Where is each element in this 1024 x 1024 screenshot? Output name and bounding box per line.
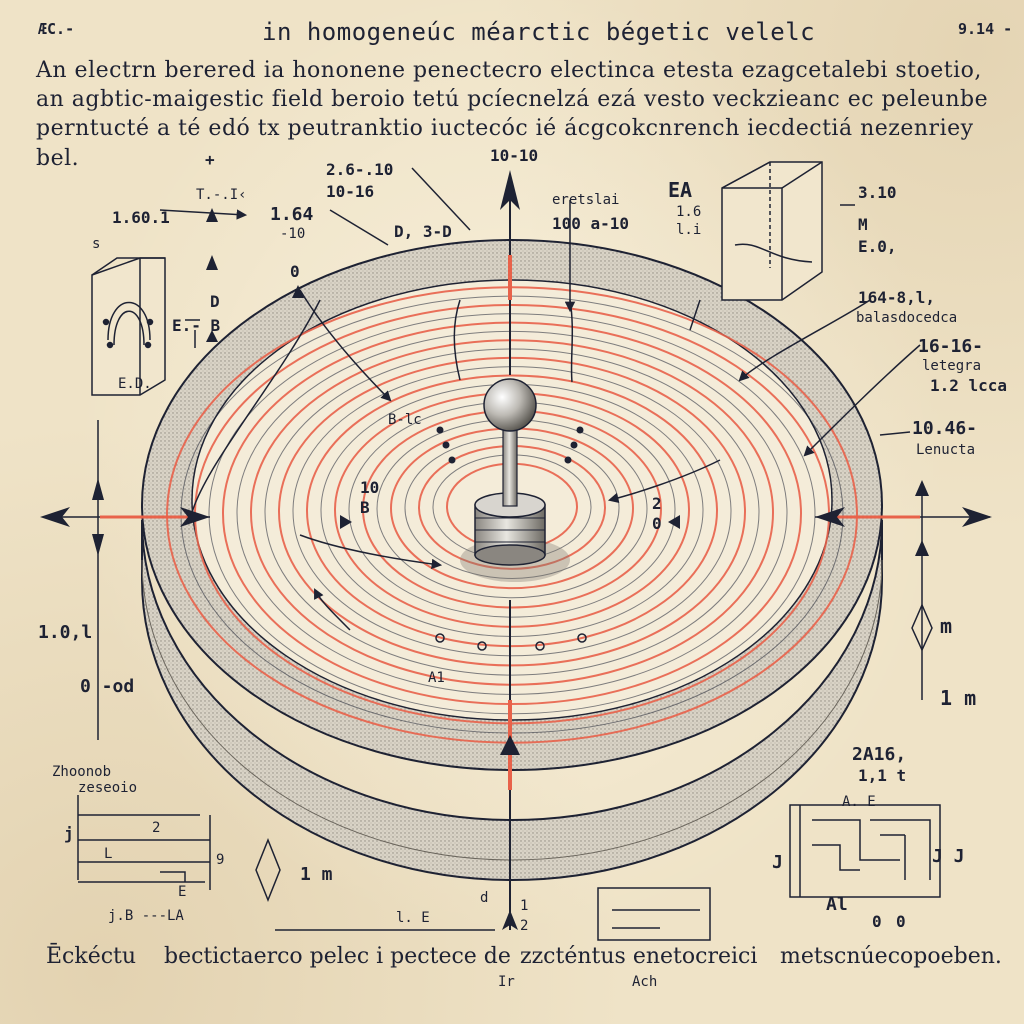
leader-lines xyxy=(159,167,921,931)
label-inner-b: B xyxy=(360,498,370,517)
field-ring xyxy=(278,356,746,667)
label-top-pair-2: 10-16 xyxy=(326,182,375,201)
label-plus: + xyxy=(205,150,215,169)
label-axis-top: 10-10 xyxy=(490,146,539,165)
label-bottom-left-9: 9 xyxy=(216,852,225,868)
label-bottom-right-2: 1,1 t xyxy=(858,766,907,785)
horizontal-axis xyxy=(40,420,992,740)
field-ring xyxy=(292,366,732,657)
label-bottom-right-j1: J xyxy=(772,852,783,873)
page-title: in homogeneúc méarctic bégetic velelc xyxy=(262,18,816,46)
label-bottom-right-ae: A. E xyxy=(842,794,876,810)
label-inner-10: 10 xyxy=(360,478,380,497)
coil-apparatus-left xyxy=(91,257,200,396)
label-eb-small: E.D. xyxy=(118,376,152,392)
label-bottom-right-j2: J J xyxy=(932,846,965,867)
label-top-left-s: s xyxy=(92,236,101,252)
center-electrode xyxy=(460,378,570,582)
label-right-a: 164-8,l, xyxy=(858,288,936,307)
label-right-e: 1.2 lcca xyxy=(930,376,1008,395)
intro-line-3: perntucté a té edó tx peutranktio iuctec… xyxy=(36,116,974,141)
label-zero-bottom: 0 xyxy=(896,912,906,931)
label-bottom-center-2: 2 xyxy=(520,918,529,934)
label-m-right: m xyxy=(940,614,953,638)
label-left-axis-value: 1.0,l xyxy=(38,622,93,643)
label-bottom-right-0: 0 xyxy=(872,912,882,931)
label-ea: EA xyxy=(668,178,693,202)
circuit-center xyxy=(255,837,711,941)
circuit-left xyxy=(77,795,211,890)
footer-middle-2: zzcténtus enetocreici xyxy=(520,944,758,969)
label-top-center-sub: -10 xyxy=(280,226,306,242)
footer-middle: bectictaerco pelec i pectece de xyxy=(164,944,511,969)
label-zero-left: 0 xyxy=(290,262,300,281)
footer-right: metscnúecopoeben. xyxy=(780,944,1002,969)
label-bottom-right-a: Al xyxy=(826,894,848,915)
label-right-value-1: 3.10 xyxy=(858,183,897,202)
label-eb-left: E.- B xyxy=(172,316,221,335)
label-bottom-center-frac: 1 xyxy=(520,898,529,914)
intro-line-1: An electrn berered ia hononene penectecr… xyxy=(36,58,982,83)
label-top-left-value: 1.60.1 xyxy=(112,208,170,227)
corner-label-right: 9.14 - xyxy=(958,20,1013,38)
label-top-center-value: 1.64 xyxy=(270,204,314,225)
label-ea-sub: 1.6 xyxy=(676,204,702,220)
circuit-right xyxy=(789,804,941,898)
intro-line-4: bel. xyxy=(36,146,80,171)
field-ring xyxy=(236,330,788,695)
label-inner-0: 0 xyxy=(652,514,662,533)
label-right-d: letegra xyxy=(922,358,982,374)
label-bottom-left-1: Zhoonob xyxy=(52,764,112,780)
label-m-right-2: 1 m xyxy=(940,686,977,710)
field-rings xyxy=(166,286,858,744)
label-right-c: 16-16- xyxy=(918,336,984,357)
charge-markers xyxy=(206,208,680,651)
label-top-pair-1: 2.6-.10 xyxy=(326,160,394,179)
intro-line-2: an agbtic-maigestic field beroio tetú pc… xyxy=(36,87,989,112)
field-ring xyxy=(306,374,718,648)
label-bottom-left-j: j xyxy=(64,824,74,843)
label-inner-2: 2 xyxy=(652,494,662,513)
label-right-value-2: M xyxy=(858,215,868,234)
label-bottom-left-2: zeseoio xyxy=(78,780,138,796)
label-m-bottom: 1 m xyxy=(300,864,333,885)
label-right-value-3: E.0, xyxy=(858,237,897,256)
label-bottom-left-3: j.B ---LA xyxy=(108,908,184,924)
label-left-axis-sub: 0 -od xyxy=(80,676,135,697)
label-bottom-left-l: L xyxy=(104,846,113,862)
label-right-b: balasdocedca xyxy=(856,310,958,326)
label-right-g: Lenucta xyxy=(916,442,976,458)
label-top-left-tl: T.-.I‹ xyxy=(196,187,247,203)
field-ring xyxy=(250,339,774,686)
label-right-top-a: eretslai xyxy=(552,192,620,208)
label-right-f: 10.46- xyxy=(912,418,978,439)
label-bottom-left-2b: 2 xyxy=(152,820,161,836)
vertical-axis xyxy=(500,170,520,930)
label-inner-bc: B-lc xyxy=(388,412,422,428)
label-ds: D, 3-D xyxy=(394,222,452,241)
footer-left: Ēckéctu xyxy=(46,944,137,969)
label-bottom-right-1: 2A16, xyxy=(852,744,907,765)
label-ea-sub2: l.i xyxy=(676,222,702,238)
label-d-left: D xyxy=(210,292,220,311)
label-bottom-center-ir: Ir xyxy=(498,974,515,990)
label-bottom-center-ach: Ach xyxy=(632,974,658,990)
label-bottom-left-e: E xyxy=(178,884,187,900)
field-ring xyxy=(264,348,760,676)
label-inner-a: A1 xyxy=(428,670,445,686)
label-right-top-b: 100 a-10 xyxy=(552,214,630,233)
label-bottom-center-d: d xyxy=(480,890,489,906)
corner-label-left: ÆC.- xyxy=(38,20,75,38)
label-bottom-center-le: l. E xyxy=(396,910,430,926)
field-probe-box xyxy=(721,161,855,301)
